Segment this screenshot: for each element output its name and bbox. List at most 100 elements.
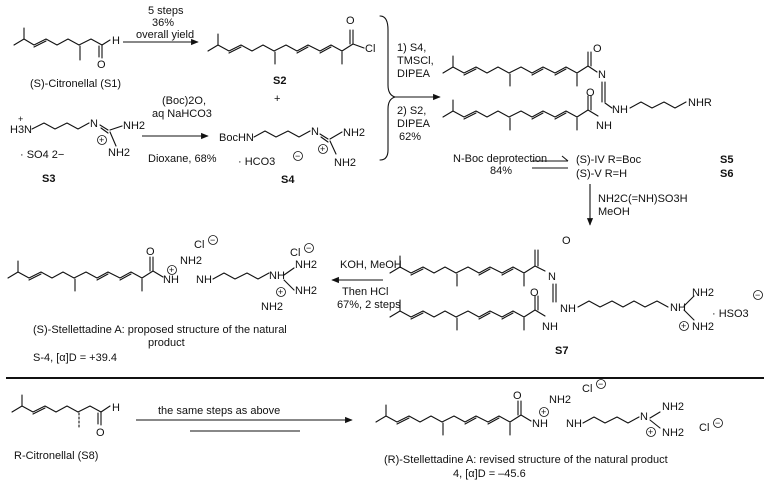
s7-structure: O N O NH NH NH NH2 NH2 + · HSO3 − [389,235,763,333]
charge-plus: + [99,135,104,145]
atom-o: O [146,246,155,258]
atom-o: O [530,287,539,299]
s1-structure: H O [13,27,120,71]
atom-nh2: NH2 [295,285,317,297]
atom-nh2: NH2 [662,427,684,439]
charge-plus: + [648,427,653,437]
arrow2-line1: (Boc)2O, [162,95,206,107]
atom-nh2: NH2 [343,127,365,139]
charge-plus: + [18,114,23,124]
atom-nh2: NH2 [180,255,202,267]
atom-nh2: NH2 [549,394,571,406]
bottom-arrow-text: the same steps as above [158,405,280,417]
s2-structure: O Cl [207,15,375,65]
s5-s6-structure: O N O NH NH NHR [442,43,712,132]
atom-nh: NH [163,274,179,286]
s4-structure: BocHN N NH2 NH2 + · HCO3 − [219,126,365,169]
atom-nh2: NH2 [123,120,145,132]
arrow1-line3: overall yield [136,29,194,41]
charge-minus: − [306,243,311,253]
s3-label: S3 [42,173,55,185]
charge-minus: − [715,418,720,428]
arrow1-line1: 5 steps [148,5,184,17]
plus-sign: + [274,93,280,105]
atom-cl: Cl [365,43,375,55]
r4-product-structure: O NH + NH2 NH N NH2 NH2 + Cl − Cl − [375,379,723,439]
arrow2-line2: aq NaHCO3 [152,108,212,120]
r4-product-rotation: 4, [α]D = –45.6 [453,468,526,480]
cond-a-line2: TMSCl, [397,55,434,67]
s4-label: S4 [281,174,295,186]
atom-nh: NH [196,274,212,286]
r4-product-caption: (R)-Stellettadine A: revised structure o… [384,454,668,466]
charge-plus: + [278,287,283,297]
atom-o: O [562,235,571,247]
atom-nh: NH [269,270,285,282]
charge-minus: − [295,151,300,161]
cond-b-line2: DIPEA [397,118,431,130]
atom-o: O [586,87,595,99]
atom-cl: Cl [194,239,204,251]
deprot-line1: N-Boc deprotection [453,153,547,165]
s3-counterion: · SO4 2− [20,149,64,161]
arrow1-line2: 36% [152,17,174,29]
atom-n: N [598,69,606,81]
atom-nh2: NH2 [334,157,356,169]
s5-label: S5 [720,154,733,166]
atom-nh2: NH2 [692,287,714,299]
cond-a-line1: 1) S4, [397,42,426,54]
s3-structure: H3N + N NH2 NH2 + · SO4 2− [10,114,145,161]
s8-structure: H O [11,394,120,439]
s2-label: S2 [273,75,286,87]
cond-b-line3: 62% [399,131,421,143]
atom-o: O [513,390,522,402]
charge-plus: + [681,321,686,331]
atom-nh2: NH2 [261,301,283,313]
atom-o: O [97,59,106,71]
atom-nh: NH [612,104,628,116]
s5-text: (S)-IV R=Boc [576,154,642,166]
atom-nh: NH [670,302,686,314]
atom-o: O [96,427,105,439]
atom-h3n: H3N [10,124,32,136]
atom-cl: Cl [290,247,300,259]
hso3: · HSO3 [712,308,749,320]
s8-label: R-Citronellal (S8) [14,450,98,462]
atom-o: O [593,43,602,55]
atom-nh: NH [596,120,612,132]
charge-plus: + [320,144,325,154]
s4-product-rotation: S-4, [α]D = +39.4 [33,352,117,364]
atom-nh2: NH2 [108,147,130,159]
charge-plus: + [541,407,546,417]
atom-n: N [548,271,556,283]
atom-nh: NH [542,321,558,333]
charge-minus: − [210,235,215,245]
down-line1: NH2C(=NH)SO3H [598,193,688,205]
atom-h: H [112,35,120,47]
atom-nhr: NHR [688,97,712,109]
charge-minus: − [755,290,760,300]
atom-nh: NH [560,303,576,315]
atom-cl: Cl [699,422,709,434]
atom-nh: NH [566,418,582,430]
atom-cl: Cl [582,383,592,395]
s7-label: S7 [555,345,568,357]
atom-o: O [346,15,355,27]
deprot-line2: 84% [490,165,512,177]
atom-nh2: NH2 [692,321,714,333]
s4-product-structure: O NH + NH2 NH NH NH2 NH2 NH2 + Cl − Cl − [7,235,317,313]
cond-b-line1: 2) S2, [397,105,426,117]
left-arrow-line3: 67%, 2 steps [337,299,401,311]
left-arrow-line2: Then HCl [342,286,388,298]
charge-minus: − [598,379,603,389]
cond-a-line3: DIPEA [397,68,431,80]
charge-plus: + [169,265,174,275]
s4-counterion: · HCO3 [238,156,275,168]
s6-label: S6 [720,168,733,180]
atom-n: N [311,126,319,138]
down-line2: MeOH [598,206,630,218]
s4-product-caption-line1: (S)-Stellettadine A: proposed structure … [33,324,287,336]
atom-nh2: NH2 [295,259,317,271]
atom-h: H [112,402,120,414]
